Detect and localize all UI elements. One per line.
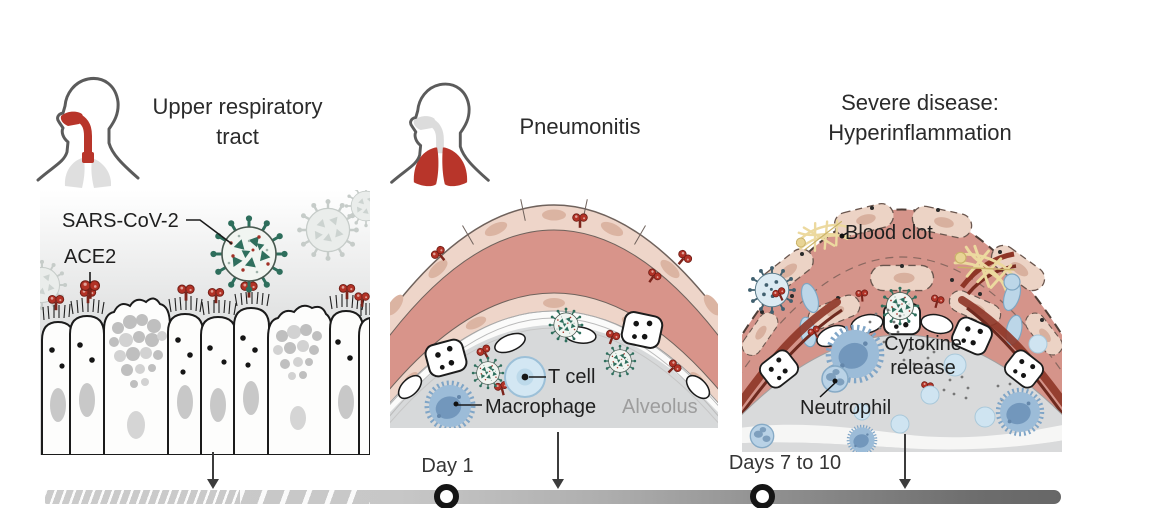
neutrophil-pointer-line [819, 382, 836, 398]
macrophage-pointer-dot [453, 401, 459, 407]
panel1-title-line1: Upper respiratory [152, 94, 323, 119]
panel1-title-line2: tract [216, 124, 259, 149]
blood-clot-label: Blood clot [845, 222, 933, 244]
panel3-title-line2: Hyperinflammation [828, 120, 1012, 145]
panel2-title: Pneumonitis [519, 114, 641, 139]
stage3-arrow-icon [899, 434, 911, 489]
transmigrating-immune-cells [796, 273, 1026, 349]
timeline-hatch-sparse [240, 490, 370, 504]
goblet-granules [109, 314, 322, 388]
sars-cov-2-pointer-line [186, 219, 233, 245]
sars-cov-2-label: SARS-CoV-2 [62, 210, 179, 232]
alveolus-label: Alveolus [622, 396, 698, 418]
outer-dashed-wall [742, 208, 1062, 337]
days-7-to-10-label: Days 7 to 10 [728, 452, 842, 474]
macrophage-label: Macrophage [485, 396, 597, 418]
alveolus-floor [742, 440, 1062, 452]
neutrophil-label: Neutrophil [800, 397, 892, 419]
head-upper-respiratory-icon [36, 76, 140, 188]
cell-dots [49, 335, 353, 375]
hyperinflammation-alveolus-illustration [742, 200, 1062, 452]
stage1-arrow-icon [207, 452, 219, 489]
panel3-title: Severe disease: Hyperinflammation [810, 88, 1030, 148]
neutrophil-icon [749, 423, 775, 449]
alveolar-wall-cells [755, 302, 1048, 392]
day-1-label: Day 1 [421, 455, 474, 477]
panel3-title-line1: Severe disease: [841, 90, 999, 115]
damaged-wall-streak [960, 251, 1015, 289]
timeline-hatch-dense [45, 490, 240, 504]
outer-band-nuclei [390, 209, 718, 316]
cytokine-release-line1: Cytokine [884, 333, 962, 355]
alveolus-interior [390, 325, 718, 428]
blood-clot-pointer-line [841, 232, 848, 237]
cytokine-release-line2: release [890, 357, 956, 379]
cell-nuclei [50, 381, 354, 439]
macrophage-icon [846, 424, 878, 452]
vesicle-circles [853, 334, 1048, 434]
head-lungs-icon [390, 82, 490, 187]
alveolus-floor-wave [742, 424, 1062, 450]
t-cell-label: T cell [548, 366, 596, 388]
cilia [42, 291, 370, 321]
epithelium-cells [41, 297, 370, 455]
panel1-title: Upper respiratory tract [130, 92, 345, 152]
pneumonitis-alveolus-illustration [390, 199, 718, 428]
cytokine-release-label: Cytokine release [868, 332, 978, 380]
neutrophil-pointer-dot [832, 378, 838, 384]
ace2-label: ACE2 [64, 246, 117, 268]
upper-respiratory-illustration [40, 190, 370, 455]
stage2-arrow-icon [552, 432, 564, 489]
day-1-marker [434, 484, 459, 508]
days-7-to-10-marker [750, 484, 775, 508]
